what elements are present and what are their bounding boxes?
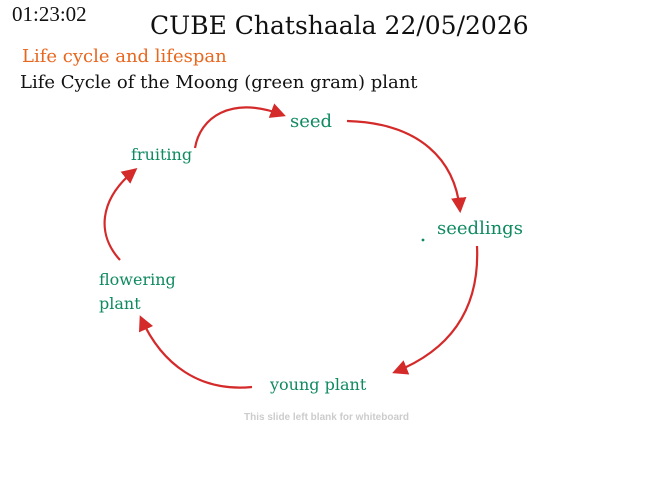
- slide-title: CUBE Chatshaala 22/05/2026: [150, 11, 529, 40]
- diagram-heading: Life Cycle of the Moong (green gram) pla…: [20, 72, 418, 93]
- marker-dot: [421, 238, 425, 242]
- arrow-young-plant-to-flowering: [139, 315, 253, 389]
- timer: 01:23:02: [12, 2, 87, 26]
- arrow-flowering-to-fruiting: [103, 168, 138, 261]
- arrow-fruiting-to-seed: [193, 103, 286, 149]
- whiteboard-note: This slide left blank for whiteboard: [244, 412, 410, 423]
- stage-seed: seed: [290, 111, 333, 132]
- slide-subtitle: Life cycle and lifespan: [22, 46, 227, 67]
- arrow-seedlings-to-young-plant: [392, 245, 479, 375]
- stage-seedlings: seedlings: [437, 218, 523, 239]
- stage-flowering-plant: flowering plant: [99, 270, 176, 313]
- stage-fruiting: fruiting: [131, 145, 193, 164]
- stage-young-plant: young plant: [270, 375, 367, 394]
- arrow-seed-to-seedlings: [346, 119, 467, 214]
